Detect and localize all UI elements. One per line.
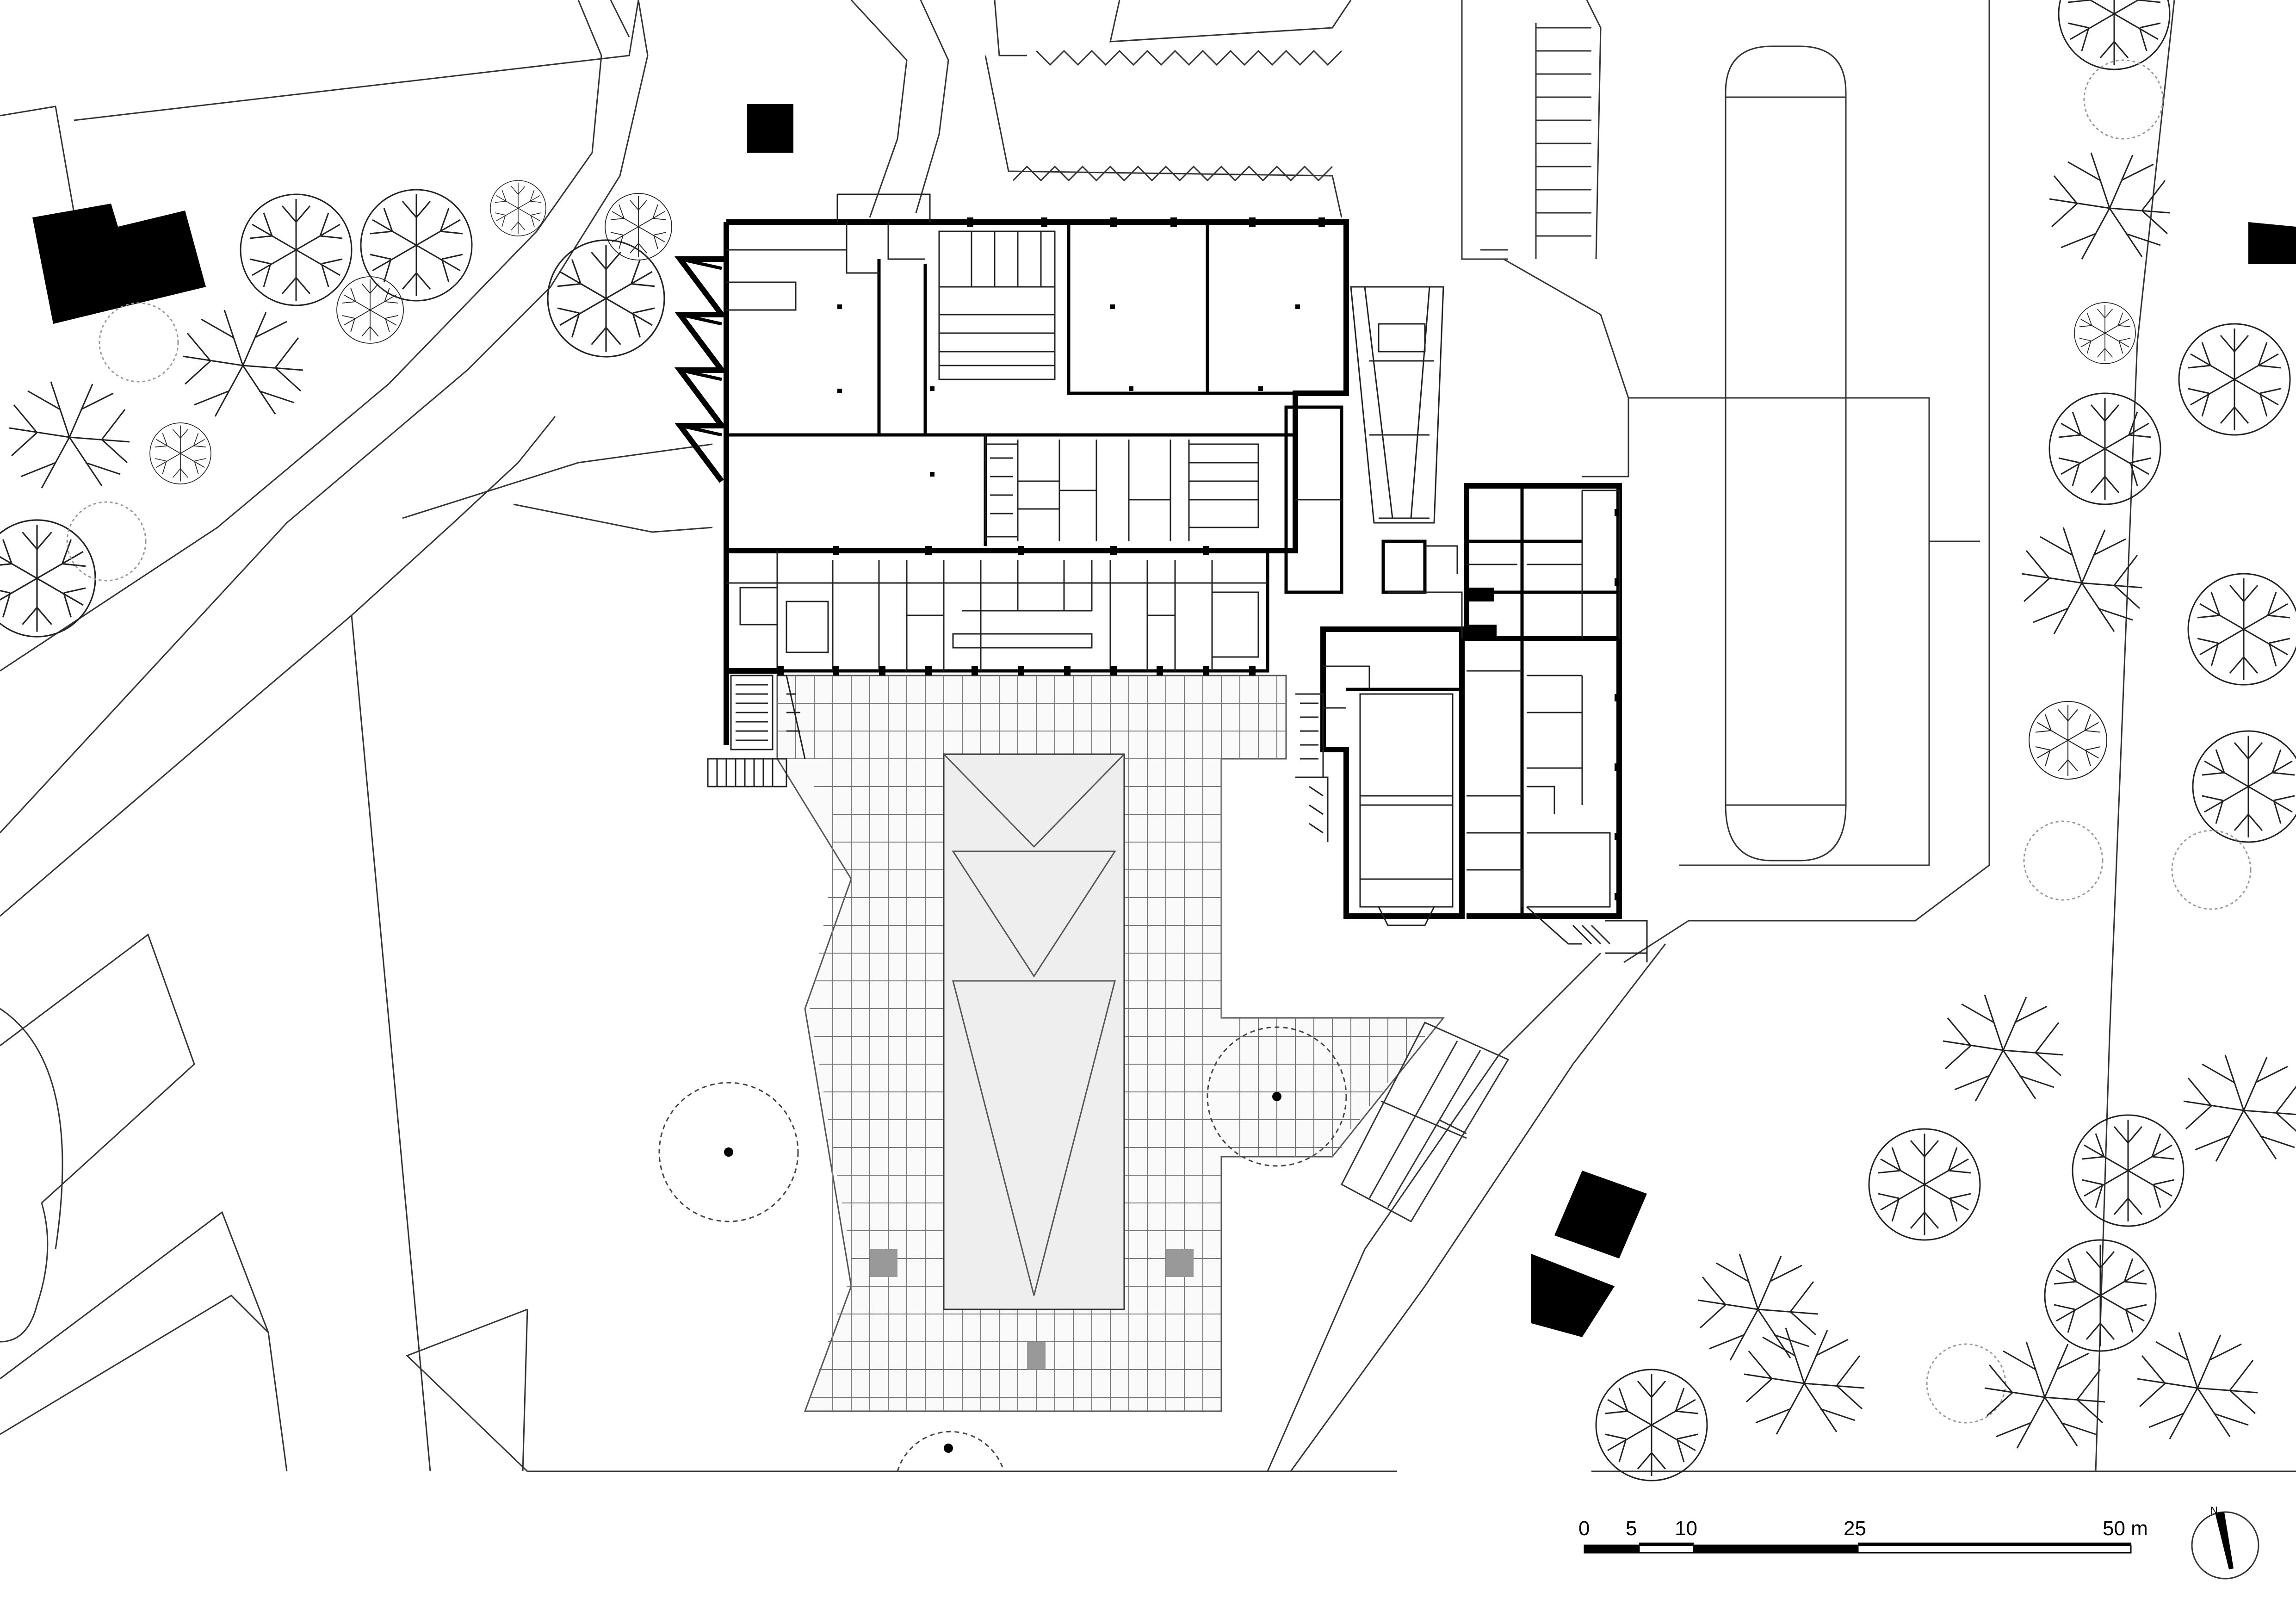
scale-tick-10: 10 <box>1675 1517 1697 1540</box>
neighbouring-buildings <box>32 104 2296 1337</box>
sports-hall-wing <box>1295 483 1622 945</box>
scale-tick-0: 0 <box>1578 1517 1590 1540</box>
courtyard-trees <box>658 1026 1347 1472</box>
glass-connector <box>1350 286 1458 594</box>
scale-tick-5: 5 <box>1626 1517 1637 1540</box>
entrance-steps <box>1572 920 1648 962</box>
site-context-lines <box>0 0 2296 1472</box>
scale-tick-25: 25 <box>1844 1517 1866 1540</box>
scale-bar: 0 5 10 25 50 m <box>1578 1517 2148 1554</box>
tennis-court <box>1340 1022 1510 1222</box>
north-label: N <box>2210 1505 2218 1516</box>
north-arrow-icon: N <box>2191 1505 2259 1580</box>
main-building <box>675 193 1349 787</box>
scale-tick-50: 50 m <box>2103 1517 2148 1540</box>
reflecting-pool <box>943 753 1125 1310</box>
